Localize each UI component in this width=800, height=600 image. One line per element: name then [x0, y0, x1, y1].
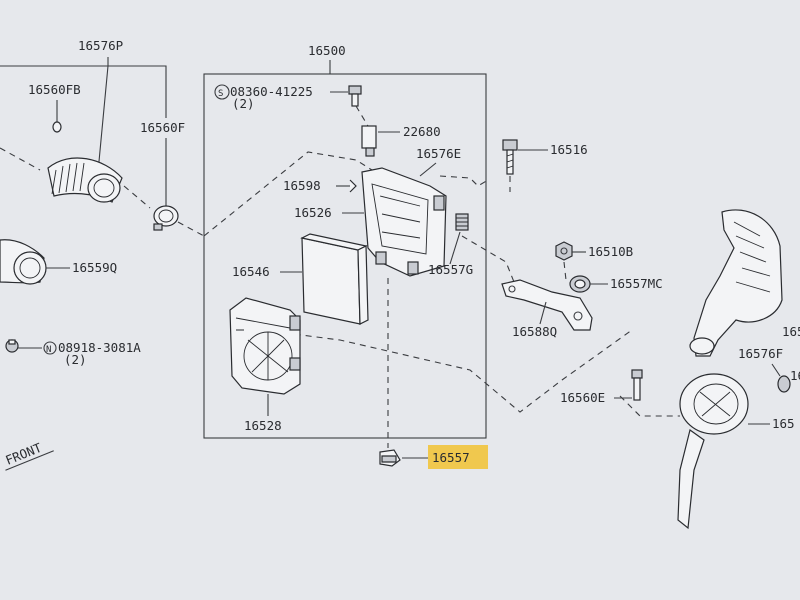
screw-icon — [348, 85, 362, 107]
grommet-icon — [569, 275, 591, 293]
hose-icon — [0, 239, 47, 285]
label-16576F: 16576F — [738, 346, 783, 361]
label-08918-qty: (2) — [64, 352, 87, 367]
label-16528: 16528 — [244, 418, 282, 433]
label-165-right3: 165 — [772, 416, 795, 431]
label-16557MC: 16557MC — [610, 276, 663, 291]
label-16560FB: 16560FB — [28, 82, 81, 97]
grommet-icon — [52, 121, 62, 133]
clamp-icon — [777, 375, 791, 393]
label-16546: 16546 — [232, 264, 270, 279]
lower-housing-icon — [229, 297, 301, 395]
label-22680: 22680 — [403, 124, 441, 139]
label-front: FRONT — [3, 440, 44, 468]
label-16557G: 16557G — [428, 262, 473, 277]
label-16500: 16500 — [308, 43, 346, 58]
label-16560F: 16560F — [140, 120, 185, 135]
label-08360: 08360-41225 — [230, 84, 313, 99]
label-16559Q: 16559Q — [72, 260, 117, 275]
upper-housing-icon — [361, 167, 447, 277]
resonator-icon — [677, 373, 749, 530]
label-16588Q: 16588Q — [512, 324, 557, 339]
screw-icon — [5, 339, 19, 353]
label-16526: 16526 — [294, 205, 332, 220]
label-08360-qty: (2) — [232, 96, 255, 111]
label-16560E: 16560E — [560, 390, 605, 405]
sensor-icon — [361, 125, 377, 157]
nut-icon — [555, 241, 573, 261]
grommet-icon — [455, 213, 469, 231]
duct-icon — [689, 209, 783, 357]
bracket-icon — [501, 279, 593, 331]
label-16-right2: 16 — [790, 368, 800, 383]
assembly-box — [203, 73, 487, 439]
label-16516: 16516 — [550, 142, 588, 157]
clamp-icon — [153, 205, 179, 231]
grommet-icon — [379, 449, 401, 467]
circle-n: N — [46, 345, 51, 355]
label-16576P: 16576P — [78, 38, 123, 53]
circle-s: S — [218, 89, 223, 99]
label-165-right1: 165 — [782, 324, 800, 339]
label-16598: 16598 — [283, 178, 321, 193]
label-16510B: 16510B — [588, 244, 633, 259]
label-16576E: 16576E — [416, 146, 461, 161]
filter-icon — [300, 233, 369, 325]
highlight-16557 — [428, 445, 488, 469]
screw-icon — [631, 369, 643, 401]
hose-icon — [47, 157, 123, 203]
label-08918: 08918-3081A — [58, 340, 141, 355]
label-16557: 16557 — [432, 450, 470, 465]
screw-icon — [502, 139, 518, 175]
